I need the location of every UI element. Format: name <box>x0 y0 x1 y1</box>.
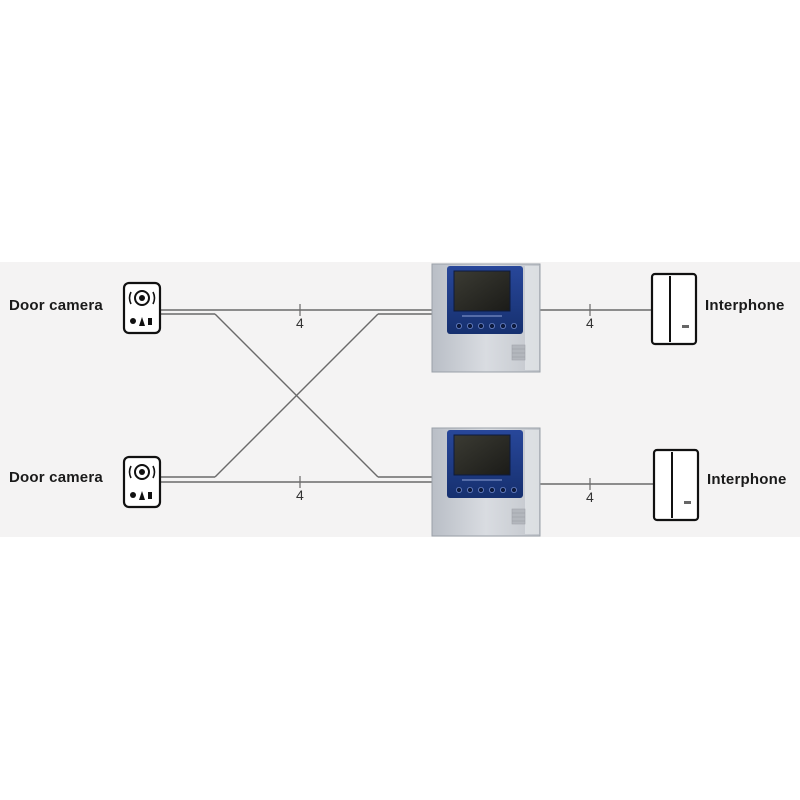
wire-count-interphone-top: 4 <box>586 315 594 331</box>
door-camera-bottom <box>122 455 162 509</box>
interphone-top-label: Interphone <box>705 297 785 314</box>
door-camera-bottom-label: Door camera <box>9 469 103 486</box>
indoor-monitor-top <box>431 263 541 373</box>
wire-count-interphone-bottom: 4 <box>586 489 594 505</box>
indoor-monitor-bottom <box>431 427 541 537</box>
interphone-handset-top <box>650 272 698 346</box>
wire-count-cam-top: 4 <box>296 315 304 331</box>
interphone-bottom-label: Interphone <box>707 471 787 488</box>
door-camera-top-label: Door camera <box>9 297 103 314</box>
wires <box>160 309 655 485</box>
interphone-handset-bottom <box>652 448 700 522</box>
wire-cross-bottom-to-top <box>214 313 379 478</box>
door-camera-top <box>122 281 162 335</box>
wire-count-cam-bottom: 4 <box>296 487 304 503</box>
